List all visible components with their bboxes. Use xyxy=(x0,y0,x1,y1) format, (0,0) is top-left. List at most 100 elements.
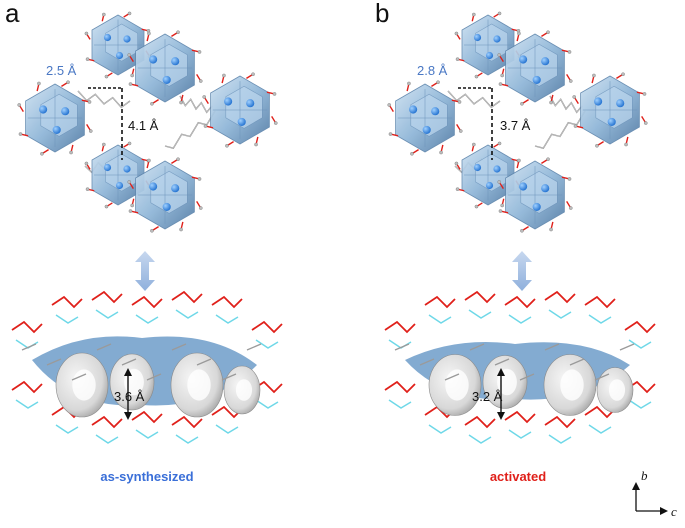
cyan-bond xyxy=(508,314,532,324)
terminal-atom xyxy=(573,124,578,128)
pore-opening xyxy=(445,369,469,401)
cluster-top-1 xyxy=(84,11,152,79)
metal-node xyxy=(485,51,494,60)
red-bond xyxy=(544,415,576,429)
terminal-atom xyxy=(40,151,44,156)
red-bond xyxy=(504,410,536,424)
pore-measure-head-bottom xyxy=(497,412,505,420)
red-bond xyxy=(584,295,616,309)
polyhedron-facet xyxy=(40,93,78,137)
transition-double-arrow xyxy=(135,251,155,291)
linker-chain xyxy=(179,95,213,114)
terminal-atom xyxy=(500,203,504,208)
terminal-atom xyxy=(272,92,277,96)
metal-node xyxy=(115,51,124,60)
terminal-atom xyxy=(273,121,278,125)
terminal-atom xyxy=(497,53,502,57)
terminal-atom xyxy=(498,209,503,213)
terminal-atom xyxy=(127,180,132,184)
linker-highlight xyxy=(179,95,213,113)
panel-a-distance-4-1: 4.1 Å xyxy=(128,118,159,133)
terminal-atom xyxy=(69,150,73,155)
terminal-atom xyxy=(18,132,23,136)
red-bond xyxy=(91,415,123,429)
terminal-atom xyxy=(474,74,479,79)
terminal-atom xyxy=(150,101,154,106)
red-bond xyxy=(211,295,243,309)
terminal-atom xyxy=(455,187,460,191)
polyhedron-facet xyxy=(595,85,633,129)
terminal-atom xyxy=(546,157,550,162)
axis-indicator xyxy=(632,482,668,515)
terminal-atom xyxy=(176,30,180,35)
red-bond xyxy=(91,290,123,304)
linker-highlight xyxy=(164,110,216,149)
terminal-atom xyxy=(517,158,521,163)
metal-node xyxy=(541,57,550,66)
cyan-bond xyxy=(588,314,612,324)
linker-stick xyxy=(544,343,560,351)
cluster-top-2 xyxy=(497,30,573,106)
terminal-atom xyxy=(37,81,41,86)
terminal-atom xyxy=(198,206,203,210)
terminal-atom xyxy=(104,204,109,209)
red-bond xyxy=(584,405,616,419)
metal-node xyxy=(532,202,541,211)
terminal-atom xyxy=(549,227,553,232)
metal-node xyxy=(532,75,541,84)
red-bond xyxy=(171,290,203,304)
cyan-bond xyxy=(55,314,79,324)
polyhedron-facet xyxy=(225,85,263,129)
metal-node xyxy=(519,182,528,191)
terminal-atom xyxy=(225,143,229,148)
organic-linker xyxy=(534,110,586,150)
transition-double-arrow xyxy=(512,251,532,291)
terminal-atom xyxy=(66,80,70,85)
terminal-atom xyxy=(572,95,577,99)
linker-stick xyxy=(246,343,262,351)
cyan-bond xyxy=(428,314,452,324)
red-bond xyxy=(11,380,43,394)
terminal-atom xyxy=(474,204,479,209)
panel-a-artwork xyxy=(11,11,283,444)
linker-chain xyxy=(549,95,583,114)
metal-node xyxy=(115,181,124,190)
panel-b-distance-2-8: 2.8 Å xyxy=(417,63,448,78)
red-bond xyxy=(544,290,576,304)
cyan-bond xyxy=(215,424,239,434)
terminal-atom xyxy=(102,12,106,17)
terminal-atom xyxy=(176,157,180,162)
cyan-bond xyxy=(95,434,119,444)
cyan-bond xyxy=(628,339,652,349)
terminal-atom xyxy=(407,81,411,86)
terminal-atom xyxy=(254,142,258,147)
panel-a-pore-distance: 3.6 Å xyxy=(114,389,145,404)
terminal-atom xyxy=(85,57,90,61)
panel-a-distance-2-5: 2.5 Å xyxy=(46,63,77,78)
metal-node xyxy=(123,165,131,173)
cyan-bond xyxy=(548,309,572,319)
terminal-atom xyxy=(592,73,596,78)
terminal-atom xyxy=(642,92,647,96)
metal-node xyxy=(162,75,171,84)
linker-stick xyxy=(469,343,485,351)
linker-stick xyxy=(444,373,460,381)
linker-chain xyxy=(534,110,586,150)
panel-b-artwork xyxy=(384,11,656,444)
axis-c-label: c xyxy=(671,504,677,519)
panel-b-distance-3-7: 3.7 Å xyxy=(500,118,531,133)
red-bond xyxy=(464,290,496,304)
metal-node xyxy=(39,105,48,114)
metal-node xyxy=(103,33,112,42)
terminal-atom xyxy=(568,79,573,83)
linker-highlight xyxy=(549,95,583,113)
cyan-bond xyxy=(548,434,572,444)
cyan-bond xyxy=(15,399,39,409)
metal-node xyxy=(61,107,70,116)
terminal-atom xyxy=(130,203,134,208)
cyan-bond xyxy=(215,314,239,324)
pore-measure-head-top xyxy=(497,368,505,376)
red-bond xyxy=(51,295,83,309)
terminal-atom xyxy=(517,31,521,36)
